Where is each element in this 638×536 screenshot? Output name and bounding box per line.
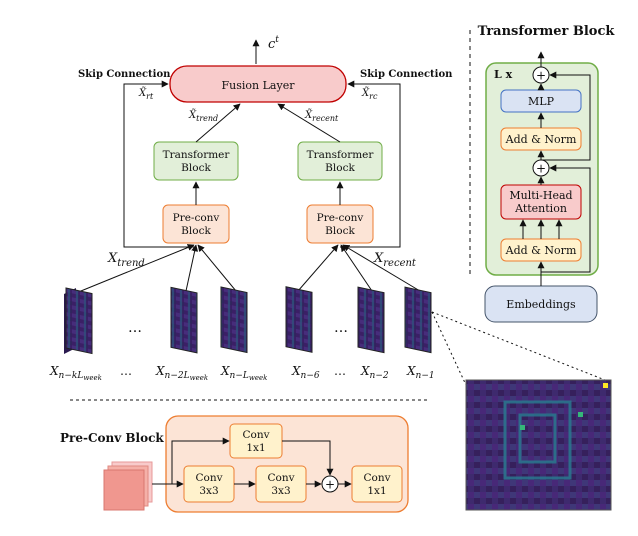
preconv-arrows bbox=[152, 437, 352, 488]
conv-1x1-out-label-1: Conv bbox=[363, 472, 390, 484]
preconv-right-box bbox=[306, 204, 374, 244]
x-recent-hat-label: X̃recent bbox=[304, 109, 339, 123]
frame-6 bbox=[404, 286, 432, 354]
plus-mid: + bbox=[536, 162, 546, 176]
heatmap-cell-2 bbox=[578, 412, 583, 417]
transformer-block-arrows bbox=[519, 51, 591, 286]
transformer-block-title: Transformer Block bbox=[478, 24, 616, 39]
seq-label-4: Xn−Lweek bbox=[220, 364, 267, 382]
fusion-layer-label: Fusion Layer bbox=[222, 79, 296, 92]
transformer-left-label-2: Block bbox=[181, 162, 211, 174]
conv-1x1-top-label-1: Conv bbox=[242, 429, 269, 441]
output-label: ct bbox=[268, 35, 279, 52]
seq-label-7: Xn−2 bbox=[360, 364, 389, 381]
frame-5 bbox=[357, 286, 385, 354]
mlp-label: MLP bbox=[528, 95, 555, 108]
plus-top: + bbox=[536, 69, 546, 83]
main-arrows bbox=[75, 80, 421, 294]
add-norm-top-label: Add & Norm bbox=[505, 133, 577, 146]
zoomed-heatmap bbox=[465, 379, 612, 511]
x-trend-hat-label: X̃trend bbox=[188, 109, 218, 123]
preconv-left-label-1: Pre-conv bbox=[173, 212, 220, 224]
seq-label-6: … bbox=[334, 364, 346, 378]
skip-connection-left-label: Skip Connection bbox=[78, 69, 171, 80]
transformer-left-box bbox=[153, 141, 239, 181]
ellipsis-frames-right: … bbox=[334, 320, 348, 336]
x-rc-label: X̃rc bbox=[361, 87, 378, 101]
seq-label-1: Xn−kLweek bbox=[49, 364, 102, 382]
seq-label-8: Xn−1 bbox=[406, 364, 435, 381]
seq-label-2: … bbox=[120, 364, 132, 378]
preconv-left-box bbox=[162, 204, 230, 244]
frame-2 bbox=[170, 286, 198, 354]
conv-1x1-top-label-2: 1x1 bbox=[246, 442, 265, 454]
preconv-left-label-2: Block bbox=[181, 225, 211, 237]
seq-label-5: Xn−6 bbox=[291, 364, 320, 381]
skip-connection-right-label: Skip Connection bbox=[360, 69, 453, 80]
frame-1 bbox=[65, 287, 93, 355]
x-rt-label: X̃rt bbox=[138, 87, 154, 101]
conv-3x3-b-label-1: Conv bbox=[267, 472, 294, 484]
frame-3 bbox=[220, 286, 248, 354]
transformer-right-label-2: Block bbox=[325, 162, 355, 174]
conv-3x3-a-label-2: 3x3 bbox=[199, 485, 218, 497]
input-stack bbox=[103, 461, 153, 511]
transformer-right-label-1: Transformer bbox=[307, 149, 375, 161]
conv-3x3-a-label-1: Conv bbox=[195, 472, 222, 484]
frame-4 bbox=[285, 286, 313, 353]
conv-1x1-out-box bbox=[351, 465, 403, 503]
input-frames bbox=[64, 286, 432, 355]
x-trend-label: Xtrend bbox=[107, 251, 145, 269]
embeddings-label: Embeddings bbox=[506, 298, 576, 311]
heatmap-cell-1 bbox=[520, 425, 525, 430]
heatmap-highlights bbox=[503, 400, 572, 480]
zoom-line-bottom bbox=[431, 311, 467, 386]
add-norm-bottom-label: Add & Norm bbox=[505, 244, 577, 257]
preconv-plus: + bbox=[325, 478, 335, 492]
preconv-section-title: Pre-Conv Block bbox=[60, 431, 164, 445]
preconv-right-label-2: Block bbox=[325, 225, 355, 237]
repeat-label: L x bbox=[494, 68, 513, 81]
attention-label-2: Attention bbox=[514, 202, 567, 215]
conv-3x3-b-label-2: 3x3 bbox=[271, 485, 290, 497]
fusion-layer-box bbox=[169, 65, 347, 103]
transformer-right-box bbox=[297, 141, 383, 181]
ellipsis-frames-left: … bbox=[128, 320, 142, 336]
preconv-right-label-1: Pre-conv bbox=[317, 212, 364, 224]
attention-label-1: Multi-Head bbox=[509, 189, 572, 202]
heatmap-cell-3 bbox=[603, 383, 608, 388]
sequence-labels: Xn−kLweek … Xn−2Lweek Xn−Lweek Xn−6 … Xn… bbox=[49, 364, 435, 382]
conv-1x1-out-label-2: 1x1 bbox=[367, 485, 386, 497]
zoom-line-top bbox=[431, 311, 606, 381]
transformer-left-label-1: Transformer bbox=[163, 149, 231, 161]
seq-label-3: Xn−2Lweek bbox=[155, 364, 208, 382]
